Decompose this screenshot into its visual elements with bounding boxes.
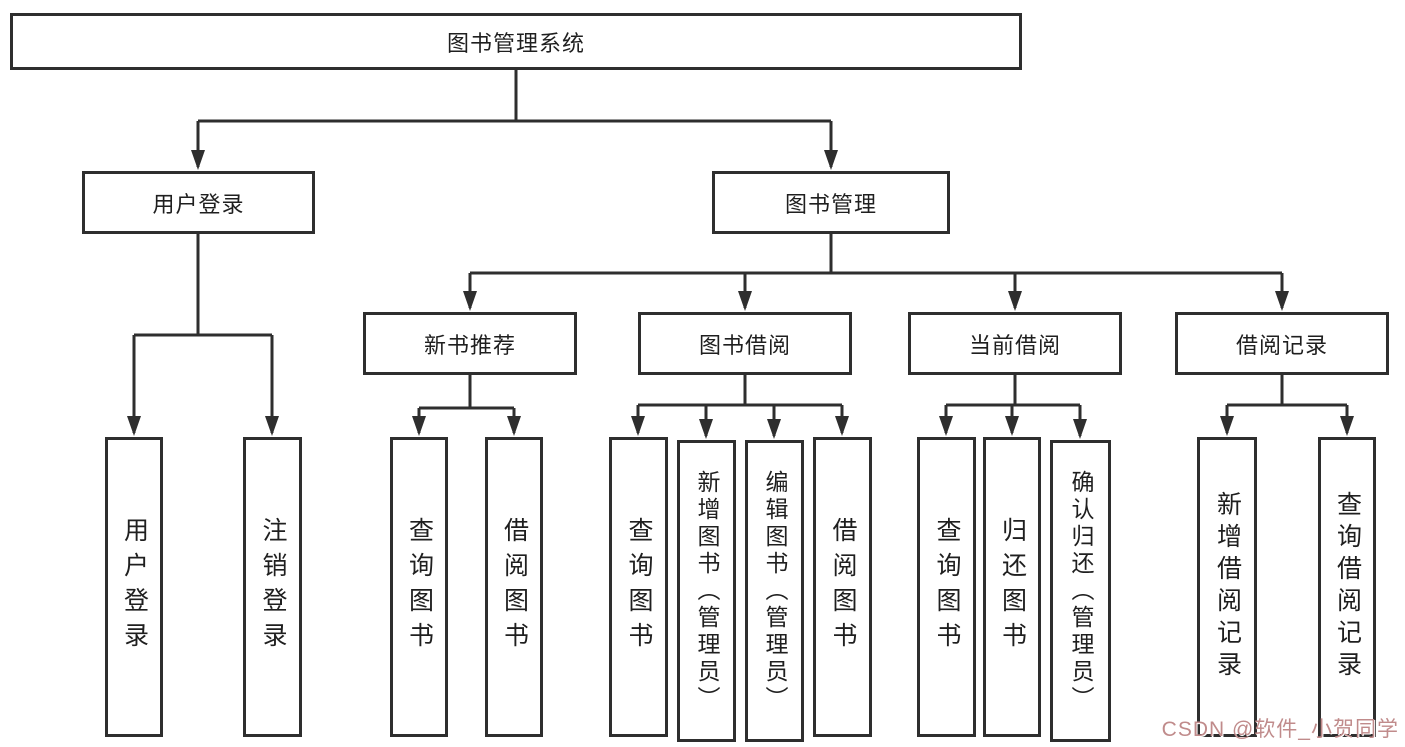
- node-library-system-label: 图书管理系统: [446, 30, 585, 56]
- leaf-user-login-label: 用户登录: [120, 517, 149, 657]
- leaf-confirm-return-admin-label: 确认归还（管理员）: [1068, 469, 1094, 713]
- leaf-borrow-books-recommend-label: 借阅图书: [500, 517, 529, 657]
- watermark: CSDN @软件_小贺同学: [1161, 718, 1399, 741]
- leaf-add-borrow-record-label: 新增借阅记录: [1213, 491, 1242, 683]
- leaf-edit-book-admin-label: 编辑图书（管理员）: [762, 469, 788, 713]
- leaf-edit-book-admin: 编辑图书（管理员）: [745, 440, 804, 742]
- node-book-management: 图书管理: [712, 171, 950, 234]
- leaf-logout-label: 注销登录: [259, 517, 287, 657]
- leaf-add-book-admin: 新增图书（管理员）: [677, 440, 736, 742]
- node-user-login-label: 用户登录: [152, 191, 245, 217]
- leaf-confirm-return-admin: 确认归还（管理员）: [1050, 440, 1111, 742]
- node-current-borrow: 当前借阅: [908, 312, 1122, 375]
- node-library-system: 图书管理系统: [10, 13, 1022, 70]
- leaf-query-books-recommend: 查询图书: [390, 437, 448, 737]
- leaf-return-book: 归还图书: [983, 437, 1041, 737]
- node-book-borrow-label: 图书借阅: [698, 332, 791, 358]
- node-borrow-records: 借阅记录: [1175, 312, 1389, 375]
- leaf-query-books-borrow-label: 查询图书: [625, 517, 653, 657]
- node-borrow-records-label: 借阅记录: [1235, 332, 1328, 358]
- leaf-borrow-books: 借阅图书: [813, 437, 872, 737]
- leaf-query-borrow-record: 查询借阅记录: [1318, 437, 1376, 737]
- leaf-query-books-current-label: 查询图书: [933, 517, 961, 657]
- leaf-return-book-label: 归还图书: [998, 517, 1027, 657]
- node-book-borrow: 图书借阅: [638, 312, 852, 375]
- leaf-add-borrow-record: 新增借阅记录: [1197, 437, 1257, 737]
- leaf-borrow-books-recommend: 借阅图书: [485, 437, 543, 737]
- leaf-query-books-recommend-label: 查询图书: [405, 517, 434, 657]
- node-user-login: 用户登录: [82, 171, 315, 234]
- leaf-query-books-current: 查询图书: [917, 437, 976, 737]
- leaf-add-book-admin-label: 新增图书（管理员）: [694, 469, 720, 713]
- node-new-book-recommend: 新书推荐: [363, 312, 577, 375]
- leaf-borrow-books-label: 借阅图书: [829, 517, 857, 657]
- node-new-book-recommend-label: 新书推荐: [423, 332, 516, 358]
- node-book-management-label: 图书管理: [784, 191, 877, 217]
- leaf-user-login: 用户登录: [105, 437, 163, 737]
- node-current-borrow-label: 当前借阅: [968, 332, 1061, 358]
- leaf-query-borrow-record-label: 查询借阅记录: [1333, 491, 1362, 683]
- leaf-logout: 注销登录: [243, 437, 302, 737]
- leaf-query-books-borrow: 查询图书: [609, 437, 668, 737]
